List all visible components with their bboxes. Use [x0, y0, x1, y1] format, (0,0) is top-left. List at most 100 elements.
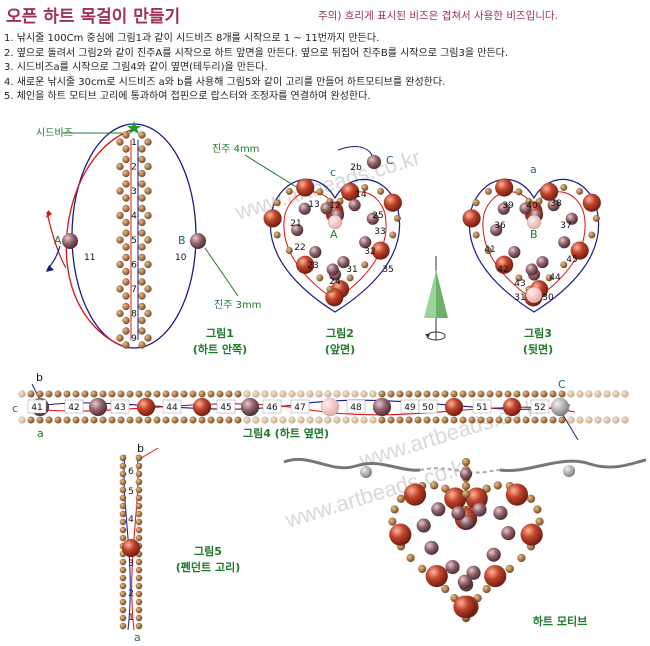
pearl-3mm	[501, 525, 516, 541]
seed-bead	[162, 416, 170, 424]
seed-bead	[135, 462, 143, 470]
seed-bead	[122, 243, 130, 251]
fig5-step-number: 4	[128, 515, 134, 525]
pearl	[459, 467, 473, 481]
seed-bead	[482, 484, 491, 493]
seed-bead	[144, 138, 152, 146]
seed-bead	[351, 416, 359, 424]
seed-bead	[567, 416, 575, 424]
pearl-4mm	[263, 209, 282, 228]
pearl-3mm	[431, 502, 446, 517]
seed-bead	[138, 218, 146, 227]
seed-bead	[285, 187, 293, 195]
fig4-step-number: 44	[166, 403, 178, 413]
seed-bead	[116, 334, 124, 342]
seed-bead	[390, 505, 399, 514]
seed-bead	[432, 390, 440, 398]
seed-bead	[116, 162, 124, 171]
figure-1-beads	[116, 121, 152, 349]
pearl-3mm	[466, 565, 481, 580]
pearl-4mm	[371, 241, 390, 260]
seed-bead	[135, 598, 143, 606]
pearl	[88, 397, 108, 417]
seed-bead	[135, 470, 143, 478]
pearl-3mm	[508, 245, 521, 259]
fig1-caption-title: 그림1	[206, 327, 234, 340]
seed-bead	[135, 582, 143, 590]
seed-bead	[261, 390, 269, 398]
seed-bead	[117, 416, 125, 424]
seed-bead	[288, 416, 296, 424]
seed-bead	[432, 416, 440, 424]
seed-bead	[459, 390, 467, 398]
seed-bead	[126, 416, 134, 424]
seed-bead	[119, 606, 127, 614]
seed-bead	[504, 416, 512, 424]
step-1: 1. 낚시줄 100Cm 중심에 그림1과 같이 시드비즈 8개를 시작으로 1…	[4, 33, 380, 44]
seed-bead	[315, 416, 323, 424]
seed-bead	[486, 390, 494, 398]
seed-bead	[515, 274, 523, 282]
fig2-step-number: 25	[372, 211, 383, 221]
seed-bead	[122, 341, 130, 349]
fig4-step-number: 43	[114, 403, 125, 413]
motif-caption: 하트 모티브	[532, 615, 588, 628]
seed-bead	[135, 566, 143, 574]
seed-bead	[144, 390, 152, 398]
seed-bead	[138, 145, 146, 153]
seed-bead	[119, 590, 127, 598]
seed-bead	[63, 390, 71, 398]
seed-bead	[122, 327, 130, 335]
fig2-step-number: 2b	[350, 163, 362, 173]
seed-bead	[273, 231, 281, 239]
fig1-step-number: 8	[131, 310, 137, 320]
pearl-4mm	[539, 182, 559, 202]
seed-bead	[207, 416, 215, 424]
figure-3-beads	[462, 178, 602, 307]
seed-bead	[108, 416, 116, 424]
overlap-note: 주의) 흐리게 표시된 비즈은 겹쳐서 사용한 비즈입니다.	[318, 10, 558, 22]
step-3: 3. 시드비즈a를 시작으로 그림4와 같이 옆면(테두리)을 만든다.	[4, 62, 268, 74]
fig5-caption-title: 그림5	[194, 545, 222, 558]
seed-bead	[450, 416, 458, 424]
pearl-3mm	[489, 223, 503, 237]
fig1-step-number: 3	[131, 187, 137, 197]
seed-bead	[441, 584, 450, 594]
pearl-4mm	[340, 182, 360, 202]
fig1-caption: 그림1 (하트 안쪽)	[188, 326, 252, 358]
fig3-step-number: 43	[514, 279, 525, 289]
seed-bead	[122, 229, 130, 237]
seed-bead	[138, 229, 146, 237]
fig5-caption: 그림5 (펜던트 고리)	[168, 544, 248, 576]
seed-bead	[472, 231, 480, 239]
seed-bead	[126, 390, 134, 398]
seed-bead	[306, 416, 314, 424]
seed-bead	[540, 390, 548, 398]
seed-bead	[138, 243, 146, 251]
pearl-3mm	[445, 559, 460, 575]
fig1-step-number: 2	[131, 163, 137, 173]
seed-bead	[461, 457, 471, 467]
seed-bead	[351, 390, 359, 398]
pearl-4mm	[494, 255, 514, 274]
seed-bead	[612, 390, 620, 398]
seed-bead	[135, 558, 143, 566]
fig4-step-number: 47	[294, 403, 305, 413]
seed-bead	[389, 231, 397, 239]
fig1-step-number: 5	[131, 236, 137, 246]
seed-bead	[119, 454, 127, 462]
fig4-step-number: 52	[534, 403, 545, 413]
seed-bead	[135, 534, 143, 542]
fig4-step-number: 49	[404, 403, 416, 413]
fig4-step-number: 46	[266, 403, 278, 413]
step-box	[162, 399, 182, 414]
seed-bead	[122, 302, 130, 311]
chain-bead	[360, 466, 372, 478]
pearl-3mm	[472, 502, 487, 517]
seed-bead	[279, 390, 287, 398]
fig1-letter-a: A	[54, 234, 62, 247]
seed-bead	[119, 574, 127, 582]
pearl-3mm	[486, 547, 501, 562]
